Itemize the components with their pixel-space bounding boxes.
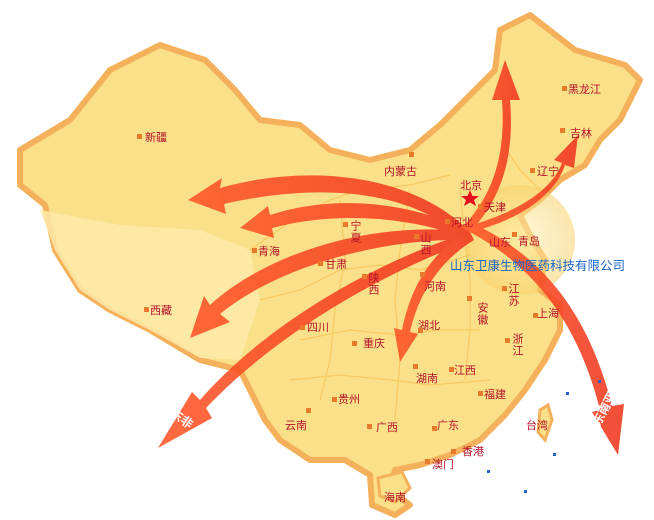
label-jilin: 吉林 <box>570 127 592 140</box>
marker-chongqing <box>352 341 357 346</box>
marker-gansu <box>318 261 323 266</box>
east-glow <box>465 185 575 295</box>
marker-shaanxi <box>362 274 367 279</box>
label-hongkong: 香港 <box>462 445 484 458</box>
label-macau: 澳门 <box>432 458 454 471</box>
marker-fujian <box>478 391 483 396</box>
marker-shanxi <box>414 234 419 239</box>
company-name: 山东卫康生物医药科技有限公司 <box>450 258 626 273</box>
label-shanghai: 上海 <box>537 307 559 320</box>
marker-guangdong <box>432 426 437 431</box>
label-jiangxi: 江西 <box>454 364 476 377</box>
label-zhejiang: 浙江 <box>511 333 524 357</box>
marker-xizang <box>144 307 149 312</box>
label-xizang: 西藏 <box>150 304 172 317</box>
label-guizhou: 贵州 <box>338 393 360 406</box>
label-beijing: 北京 <box>460 179 482 192</box>
label-qinghai: 青海 <box>258 245 280 258</box>
marker-hubei <box>418 328 423 333</box>
marker-neimenggu <box>409 152 414 157</box>
label-chongqing: 重庆 <box>363 337 385 350</box>
label-fujian: 福建 <box>484 388 506 401</box>
marker-guangxi <box>367 424 372 429</box>
marker-macau <box>425 459 430 464</box>
label-ningxia: 宁夏 <box>349 220 362 244</box>
marker-hunan <box>413 364 418 369</box>
label-shaanxi: 陕西 <box>367 272 380 296</box>
label-taiwan: 台湾 <box>526 419 548 432</box>
sea-islands <box>487 380 601 493</box>
marker-hongkong <box>451 449 456 454</box>
label-yunnan: 云南 <box>285 419 307 432</box>
marker-jiangxi <box>449 367 454 372</box>
label-hebei: 河北 <box>451 216 473 229</box>
label-qingdao: 青岛 <box>518 235 540 248</box>
marker-guizhou <box>332 397 337 402</box>
beijing-star <box>461 190 479 206</box>
label-tianjin: 天津 <box>484 201 506 214</box>
label-hunan: 湖南 <box>416 372 438 385</box>
label-hainan: 海南 <box>384 491 406 504</box>
label-liaoning: 辽宁 <box>537 165 559 178</box>
marker-liaoning <box>530 168 535 173</box>
label-hubei: 湖北 <box>418 319 440 332</box>
label-xinjiang: 新疆 <box>145 131 167 144</box>
marker-shanghai <box>533 313 538 318</box>
label-henan: 河南 <box>424 280 446 293</box>
marker-henan <box>420 272 425 277</box>
export-arrows <box>158 60 624 455</box>
marker-hebei <box>445 219 450 224</box>
marker-sichuan <box>300 325 305 330</box>
marker-zhejiang <box>505 338 510 343</box>
label-neimenggu: 内蒙古 <box>384 165 417 178</box>
label-gansu: 甘肃 <box>325 258 347 271</box>
label-guangxi: 广西 <box>376 421 398 434</box>
label-guangdong: 广东 <box>437 419 459 432</box>
marker-xinjiang <box>137 134 142 139</box>
marker-jilin <box>560 128 565 133</box>
marker-yunnan <box>306 408 311 413</box>
taiwan-island <box>536 402 554 443</box>
marker-anhui <box>467 296 472 301</box>
label-jiangsu: 江苏 <box>507 283 520 307</box>
label-anhui: 安徽 <box>476 302 489 326</box>
marker-qinghai <box>252 248 257 253</box>
hainan-island <box>376 470 412 504</box>
label-heilongjiang: 黑龙江 <box>568 83 601 96</box>
label-shanxi: 山西 <box>419 232 432 256</box>
marker-qingdao <box>512 232 517 237</box>
label-shandong: 山东 <box>489 236 511 249</box>
marker-heilongjiang <box>562 86 567 91</box>
label-sichuan: 四川 <box>307 321 329 334</box>
marker-jiangsu <box>502 286 507 291</box>
marker-ningxia <box>343 222 348 227</box>
marker-tianjin <box>478 204 483 209</box>
